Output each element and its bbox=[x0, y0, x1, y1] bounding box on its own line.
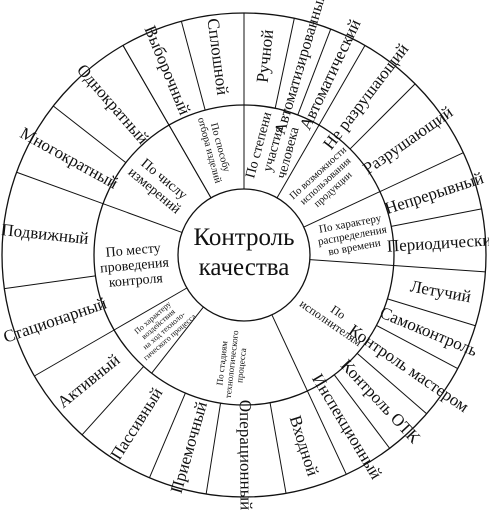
item-label-сплошной: Сплошной bbox=[203, 17, 232, 96]
item-divider bbox=[122, 45, 170, 126]
category-label-line: контроля bbox=[108, 271, 164, 291]
item-divider bbox=[148, 392, 186, 478]
item-label-приемочный: Приемочный bbox=[167, 399, 211, 495]
category-divider bbox=[168, 124, 212, 199]
item-divider bbox=[297, 28, 332, 116]
item-divider bbox=[81, 366, 145, 436]
category-label: По стадиямтехнологическогопроцесса bbox=[213, 328, 250, 400]
category-label-line: процесса bbox=[234, 347, 248, 383]
item-divider bbox=[391, 208, 482, 227]
category-label: По возможностииспользованияпродукции bbox=[288, 144, 365, 218]
item-label-летучий: Летучий bbox=[409, 276, 473, 306]
item-divider bbox=[387, 298, 476, 327]
item-label-однократный: Однократный bbox=[73, 60, 152, 147]
item-divider bbox=[306, 390, 347, 475]
item-label-операционный: Операционный bbox=[236, 400, 256, 511]
item-divider bbox=[376, 324, 458, 370]
item-divider bbox=[52, 105, 127, 164]
item-label-выборочный: Выборочный bbox=[141, 23, 195, 118]
item-label-стационарный: Стационарный bbox=[1, 294, 109, 347]
category-divider bbox=[102, 203, 183, 233]
item-divider bbox=[180, 21, 206, 111]
item-divider bbox=[34, 329, 115, 377]
category-label: По характерураспределенияво времени bbox=[315, 212, 390, 260]
item-divider bbox=[205, 403, 222, 495]
category-divider bbox=[303, 191, 381, 228]
category-divider bbox=[271, 314, 308, 392]
item-divider bbox=[16, 171, 104, 205]
item-divider bbox=[274, 18, 295, 109]
item-label-периодический: Периодический bbox=[386, 230, 489, 256]
item-label-пассивный: Пассивный bbox=[107, 384, 167, 463]
item-label-ручной: Ручной bbox=[253, 29, 277, 84]
category-divider bbox=[276, 124, 320, 199]
category-divider bbox=[151, 306, 204, 374]
center-label-line: качества bbox=[199, 254, 290, 281]
category-label-line: По месту bbox=[105, 241, 161, 261]
category-label: Поисполнителям bbox=[297, 286, 372, 350]
category-label-line: По bbox=[328, 302, 348, 322]
category-label: По меступроведенияконтроля bbox=[98, 240, 171, 291]
category-divider bbox=[113, 287, 188, 331]
center-label: Контроль качества bbox=[193, 224, 294, 281]
item-label-многократный: Многократный bbox=[17, 123, 121, 192]
item-divider bbox=[393, 264, 486, 273]
category-label-line: проведения bbox=[100, 255, 170, 276]
item-divider bbox=[356, 353, 427, 415]
category-label: По способуотбора изделий bbox=[195, 114, 234, 185]
spokes bbox=[4, 13, 486, 495]
item-label-входной: Входной bbox=[286, 413, 323, 478]
item-divider bbox=[349, 83, 416, 150]
item-label-подвижный: Подвижный bbox=[1, 220, 90, 248]
item-label-разрушающий: Разрушающий bbox=[359, 102, 456, 178]
category-divider bbox=[309, 259, 394, 266]
item-divider bbox=[318, 45, 366, 126]
item-divider bbox=[269, 402, 287, 494]
item-divider bbox=[333, 374, 391, 449]
item-divider bbox=[379, 152, 464, 193]
item-divider bbox=[4, 275, 96, 290]
category-label: По числуизмерений bbox=[125, 153, 193, 217]
center-label-line: Контроль bbox=[193, 224, 294, 251]
